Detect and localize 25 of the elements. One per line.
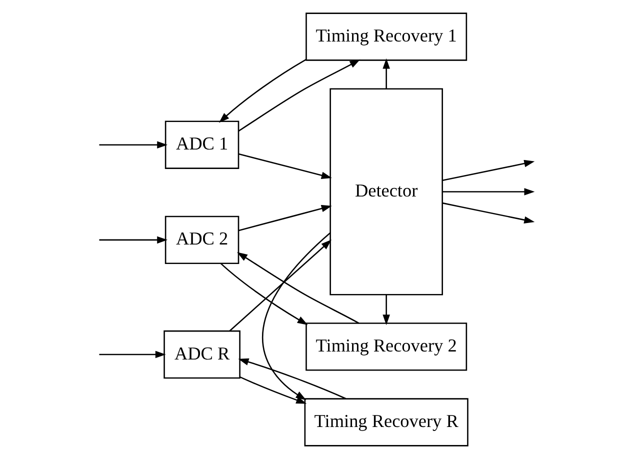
arrow [99, 141, 168, 148]
arrow [262, 232, 331, 400]
arrow [99, 350, 166, 358]
arrow [442, 160, 535, 182]
arrow [220, 262, 308, 325]
arrow [382, 294, 390, 326]
node-box: ADC R [164, 330, 240, 379]
node-box: Detector [330, 88, 443, 296]
node-box: ADC 1 [164, 120, 240, 169]
node-box: Timing Recovery 1 [306, 12, 468, 61]
arrow [238, 59, 360, 132]
node-box: Timing Recovery R [304, 398, 468, 446]
arrow [382, 58, 390, 89]
arrow [238, 153, 332, 179]
arrow [442, 202, 535, 224]
arrow [238, 204, 332, 232]
arrow [240, 376, 307, 404]
node-box: ADC 2 [164, 216, 240, 264]
arrow [237, 252, 360, 324]
arrow [99, 236, 168, 244]
arrow [218, 58, 306, 123]
arrow [442, 188, 535, 196]
node-box: Timing Recovery 2 [306, 322, 468, 371]
arrow [229, 240, 332, 332]
arrow [238, 358, 346, 400]
